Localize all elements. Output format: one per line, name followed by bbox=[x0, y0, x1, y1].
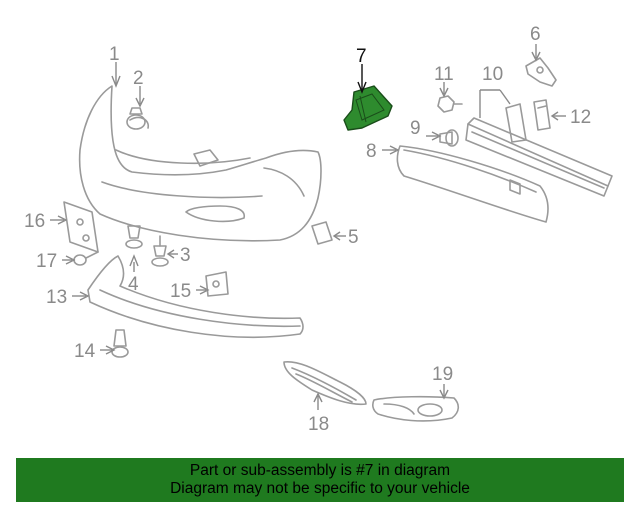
part-3-retainer[interactable] bbox=[151, 235, 169, 267]
callout-8: 8 bbox=[366, 141, 377, 162]
callout-11: 11 bbox=[434, 64, 454, 85]
part-18-grille[interactable] bbox=[283, 361, 367, 406]
callout-10: 10 bbox=[482, 64, 503, 85]
callout-4: 4 bbox=[128, 274, 139, 295]
part-12-reinforcement[interactable] bbox=[533, 99, 551, 131]
callout-5: 5 bbox=[348, 227, 359, 248]
part-10-impact-bar[interactable] bbox=[465, 103, 613, 197]
parts-diagram: 1 2 3 4 5 6 7 bbox=[24, 24, 613, 435]
callout-19: 19 bbox=[432, 364, 453, 385]
callout-2: 2 bbox=[133, 68, 144, 89]
callout-13: 13 bbox=[46, 287, 67, 308]
part-5-cover[interactable] bbox=[311, 221, 333, 245]
part-14-push-pin[interactable] bbox=[111, 329, 129, 358]
callout-1: 1 bbox=[109, 44, 120, 65]
part-9-bolt[interactable] bbox=[439, 129, 459, 147]
part-info-banner: Part or sub-assembly is #7 in diagram Di… bbox=[16, 458, 624, 502]
callout-18: 18 bbox=[308, 414, 329, 435]
part-17-screw[interactable] bbox=[73, 251, 99, 266]
callout-15: 15 bbox=[170, 281, 191, 302]
callout-7: 7 bbox=[356, 46, 367, 67]
banner-line-1: Part or sub-assembly is #7 in diagram bbox=[189, 462, 451, 479]
callout-14: 14 bbox=[74, 341, 96, 362]
part-15-bracket[interactable] bbox=[205, 271, 229, 297]
part-16-license-bracket[interactable] bbox=[63, 201, 99, 253]
banner-line-2: Diagram may not be specific to your vehi… bbox=[170, 480, 470, 497]
callout-17: 17 bbox=[36, 251, 57, 272]
callout-16: 16 bbox=[24, 211, 45, 232]
part-7-bracket-highlighted[interactable] bbox=[343, 85, 393, 131]
part-2-clip[interactable] bbox=[126, 107, 146, 130]
part-1-bumper-cover[interactable] bbox=[78, 85, 322, 242]
part-11-nut[interactable] bbox=[437, 95, 463, 113]
part-8-energy-absorber[interactable] bbox=[396, 145, 549, 223]
part-6-bracket[interactable] bbox=[525, 57, 557, 87]
part-19-fog-bezel[interactable] bbox=[372, 395, 460, 422]
callout-6: 6 bbox=[530, 24, 541, 45]
callout-12: 12 bbox=[570, 107, 591, 128]
part-13-air-deflector[interactable] bbox=[87, 255, 304, 338]
callout-3: 3 bbox=[180, 245, 191, 266]
part-4-retainer[interactable] bbox=[125, 225, 143, 249]
callout-9: 9 bbox=[410, 118, 421, 139]
